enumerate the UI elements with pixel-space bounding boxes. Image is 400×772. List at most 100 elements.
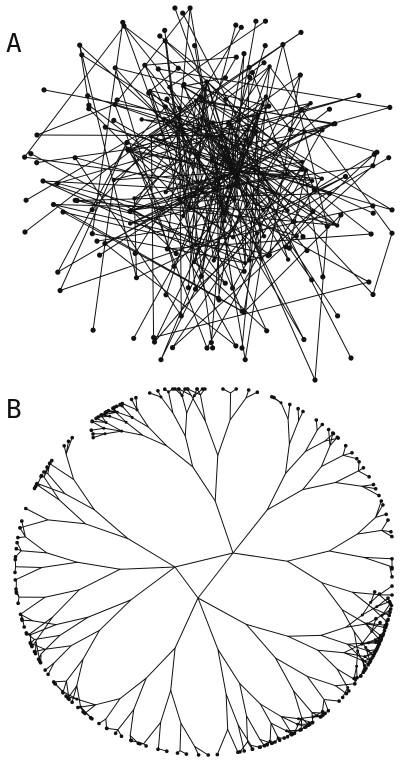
tree-edge xyxy=(217,648,227,695)
network-node xyxy=(264,328,270,334)
network-node xyxy=(167,85,172,90)
tree-node xyxy=(180,394,184,398)
network-node xyxy=(297,72,303,78)
network-edge xyxy=(182,85,393,211)
tree-edge xyxy=(361,641,377,645)
network-node xyxy=(309,178,315,183)
network-edge xyxy=(193,261,226,284)
tree-edge xyxy=(259,738,273,744)
network-edge xyxy=(79,44,264,211)
network-edge xyxy=(122,21,191,209)
tree-leaf-node xyxy=(15,540,19,545)
network-node xyxy=(266,252,272,258)
tree-edge xyxy=(285,451,306,474)
tree-node xyxy=(364,646,368,649)
tree-leaf-node xyxy=(96,415,100,419)
tree-edge xyxy=(90,427,105,431)
tree-leaf-node xyxy=(381,503,385,507)
tree-edge xyxy=(103,427,123,432)
network-edge xyxy=(235,20,257,137)
tree-leaf-node xyxy=(81,710,85,714)
tree-leaf-node xyxy=(156,747,160,751)
tree-leaf-node xyxy=(215,752,220,757)
network-node xyxy=(255,112,261,118)
network-node xyxy=(303,168,309,173)
tree-edge xyxy=(99,599,132,631)
tree-edge xyxy=(121,403,138,411)
tree-edge xyxy=(287,634,322,637)
network-node xyxy=(171,263,177,269)
network-node xyxy=(285,172,290,177)
network-edge xyxy=(127,148,226,284)
network-edge xyxy=(241,66,271,349)
tree-edge xyxy=(361,485,377,490)
network-edge xyxy=(372,232,393,295)
tree-edge xyxy=(44,662,55,671)
tree-leaf-node xyxy=(43,668,47,672)
tree-edge xyxy=(335,685,347,695)
tree-leaf-node xyxy=(386,617,390,622)
network-edge xyxy=(164,106,305,340)
network-node xyxy=(280,41,286,48)
tree-edge xyxy=(286,729,301,732)
tree-leaf-node xyxy=(350,451,354,455)
network-node xyxy=(261,234,267,239)
tree-leaf-node xyxy=(390,584,394,588)
tree-leaf-node xyxy=(24,506,28,511)
network-edge xyxy=(24,25,125,158)
tree-edge xyxy=(70,629,100,647)
network-edge xyxy=(164,29,195,263)
tree-edge xyxy=(15,566,43,568)
network-node xyxy=(125,146,131,152)
network-edge xyxy=(313,153,375,191)
network-node xyxy=(232,197,237,202)
tree-edge xyxy=(91,420,107,423)
tree-edge xyxy=(40,634,61,655)
network-node xyxy=(161,116,167,122)
tree-edge xyxy=(184,412,188,437)
network-node xyxy=(139,117,144,122)
network-node xyxy=(196,127,202,132)
network-edge xyxy=(79,44,137,279)
network-edge xyxy=(256,157,390,234)
tree-leaf-node xyxy=(269,741,274,746)
tree-edge xyxy=(353,665,358,679)
network-node xyxy=(291,219,297,225)
tree-leaf-node xyxy=(147,391,152,395)
tree-leaf-node xyxy=(344,691,349,696)
tree-edge xyxy=(321,582,354,593)
tree-edge xyxy=(375,513,387,518)
tree-leaf-node xyxy=(374,616,378,621)
tree-edge xyxy=(237,724,252,746)
tree-leaf-node xyxy=(361,466,366,470)
network-edge xyxy=(225,66,271,100)
tree-leaf-node xyxy=(359,674,363,678)
tree-edge xyxy=(62,680,67,694)
tree-edge xyxy=(323,699,329,712)
tree-leaf-node xyxy=(373,487,378,491)
network-edge xyxy=(200,96,246,361)
network-edge xyxy=(178,107,214,349)
tree-leaf-node xyxy=(76,705,80,710)
tree-edge xyxy=(129,735,139,744)
tree-edge xyxy=(288,420,300,445)
network-node xyxy=(222,210,227,215)
network-node xyxy=(169,345,176,351)
network-node xyxy=(133,275,140,281)
tree-edge xyxy=(49,463,75,480)
network-node xyxy=(348,355,354,361)
tree-node xyxy=(104,421,108,424)
tree-edge xyxy=(378,585,393,596)
network-node xyxy=(222,75,228,81)
network-node xyxy=(259,256,264,261)
network-node xyxy=(72,155,78,161)
tree-node xyxy=(124,420,128,424)
network-node xyxy=(267,64,272,69)
tree-leaf-node xyxy=(378,620,382,625)
network-node xyxy=(50,201,57,208)
network-edge xyxy=(53,204,245,313)
network-edge xyxy=(182,12,251,145)
network-node xyxy=(299,107,305,113)
network-node xyxy=(22,154,28,160)
tree-edge xyxy=(363,556,393,560)
